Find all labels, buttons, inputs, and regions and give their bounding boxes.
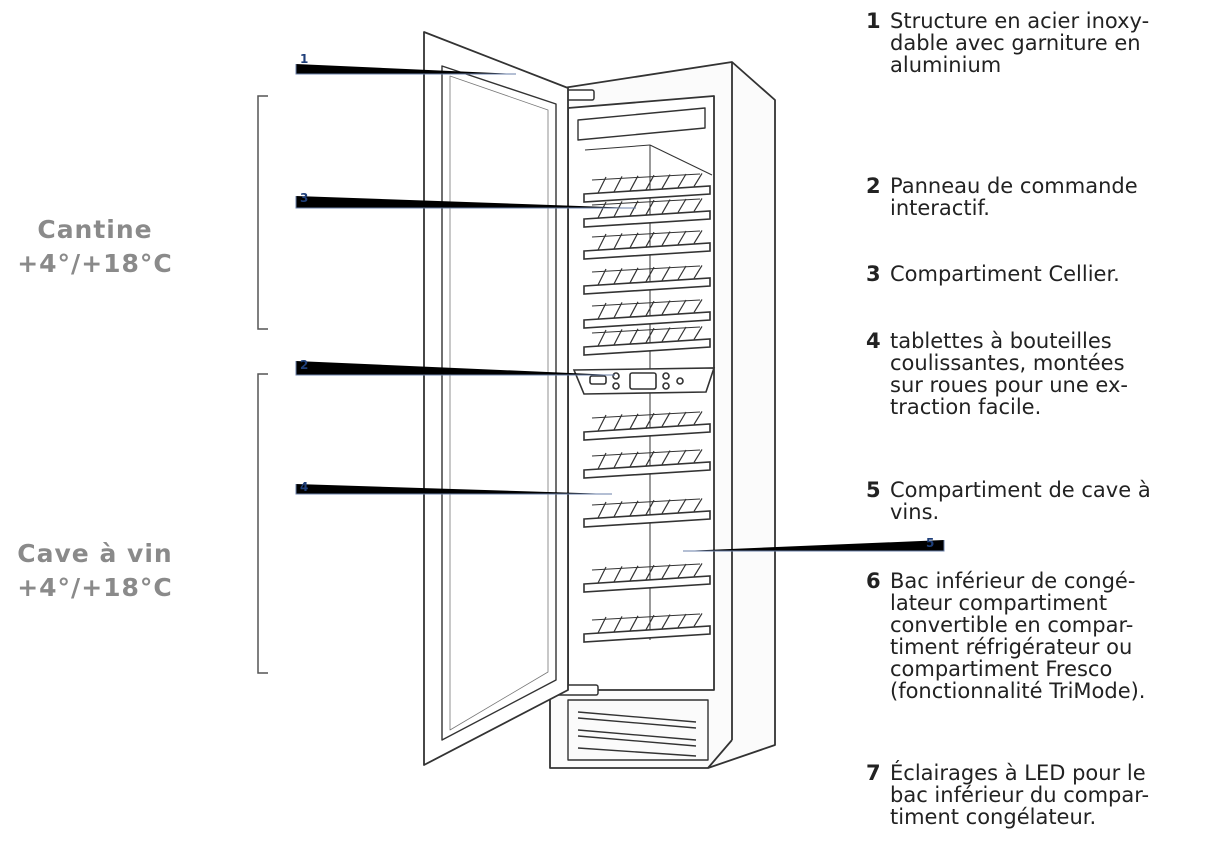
door-glass	[441, 65, 557, 741]
zone-label-cave-a-vin: Cave à vin +4°/+18°C	[0, 537, 190, 605]
callout-number: 3	[300, 191, 309, 205]
callout-number: 1	[300, 52, 309, 66]
door-panel	[423, 31, 569, 766]
callout-line-1	[295, 64, 516, 75]
legend-text: Éclairages à LED pour le bac inférieur d…	[890, 761, 1150, 829]
control-panel	[572, 367, 716, 395]
shelf	[583, 173, 711, 203]
shelf	[583, 613, 711, 643]
shelf	[583, 411, 711, 441]
legend-number: 3	[866, 262, 881, 286]
door	[423, 31, 569, 766]
cabinet-body	[549, 61, 776, 769]
callout-number: 4	[300, 480, 309, 494]
legend-number: 4	[866, 329, 881, 353]
legend-number: 2	[866, 174, 881, 198]
shelves	[583, 173, 711, 643]
legend-number: 7	[866, 761, 881, 785]
legend-text: tablettes à bouteilles coulissantes, mon…	[890, 329, 1128, 419]
bracket-cave	[257, 373, 268, 674]
shelf	[583, 449, 711, 479]
callout-line-3	[295, 196, 636, 209]
shelf	[583, 498, 711, 528]
zone-name: Cantine	[37, 215, 153, 244]
zone-label-cantine: Cantine +4°/+18°C	[10, 213, 180, 281]
top-light-bar	[577, 107, 706, 141]
legend-number: 1	[866, 9, 881, 33]
zone-temperature: +4°/+18°C	[17, 573, 173, 602]
callout-line-2	[295, 361, 615, 376]
shelf	[583, 230, 711, 260]
bracket-cantine	[257, 95, 268, 330]
shelf	[583, 265, 711, 295]
shelf	[583, 563, 711, 593]
legend-text: Structure en acier inoxy- dable avec gar…	[890, 9, 1150, 77]
vent-grille	[577, 711, 697, 757]
legend-number: 6	[866, 569, 881, 593]
callout-number: 5	[926, 536, 935, 550]
legend-text: Bac inférieur de congé- lateur compartim…	[890, 569, 1146, 703]
callout-number: 2	[300, 358, 309, 372]
legend-text: Compartiment de cave à vins.	[890, 478, 1151, 524]
callout-line-4	[295, 484, 612, 495]
zone-temperature: +4°/+18°C	[17, 249, 173, 278]
legend-text: Panneau de commande interactif.	[890, 174, 1138, 220]
zone-name: Cave à vin	[17, 539, 173, 568]
legend-text: Compartiment Cellier.	[890, 262, 1120, 286]
callout-line-5	[683, 540, 945, 552]
shelf	[583, 299, 711, 329]
shelf	[583, 198, 711, 228]
shelf	[583, 326, 711, 356]
callout-lines	[295, 64, 945, 552]
zone-brackets	[257, 95, 268, 674]
legend-number: 5	[866, 478, 881, 502]
bottom-plinth	[567, 699, 709, 761]
